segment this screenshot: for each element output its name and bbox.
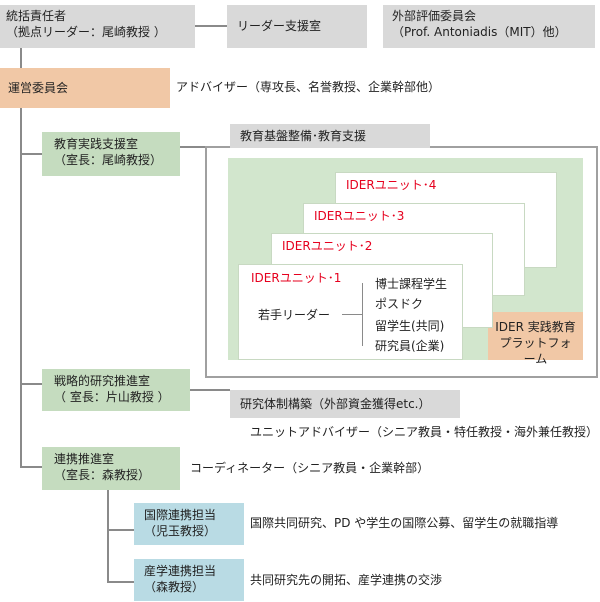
unit1-label: IDERユニット･1	[251, 271, 342, 285]
collaboration-office-box: 連携推進室 （室長：森教授）	[42, 447, 180, 490]
strategic-office-title: 戦略的研究推進室	[54, 374, 151, 388]
industry-liaison-title: 産学連携担当	[144, 564, 217, 578]
unit1-box: IDERユニット･1	[238, 264, 463, 360]
unit4-label: IDERユニット･4	[346, 178, 437, 192]
funding-label: 研究体制構築（外部資金獲得etc.）	[240, 397, 431, 411]
connector-collab-branch	[20, 466, 42, 468]
connector-education-branch	[20, 153, 42, 155]
external-committee-title: 外部評価委員会	[392, 9, 477, 23]
steering-committee-box: 運営委員会	[0, 68, 170, 108]
unit3-label: IDERユニット･3	[314, 209, 405, 223]
intl-liaison-desc: 国際共同研究、PD や学生の国際公募、留学生の就職指導	[250, 516, 559, 530]
platform-label-line2: プラットフォーム	[499, 336, 572, 366]
steering-committee-label: 運営委員会	[8, 81, 69, 95]
infra-box: 教育基盤整備･教育支援	[230, 124, 430, 148]
member-researcher: 研究員(企業)	[375, 339, 445, 353]
leader-support-box: リーダー支援室	[227, 5, 367, 48]
platform-label-line1: IDER 実践教育	[495, 320, 576, 334]
member-phd: 博士課程学生	[375, 277, 448, 291]
platform-label-box: IDER 実践教育 プラットフォーム	[488, 312, 583, 366]
connector-strategic-to-funding	[190, 389, 230, 391]
connector-intl-branch	[107, 529, 134, 531]
intl-liaison-title: 国際連携担当	[144, 508, 217, 522]
member-postdoc: ポスドク	[375, 297, 424, 311]
advisors-text: アドバイザー（専攻長、名誉教授、企業幹部他）	[176, 80, 441, 94]
collaboration-office-subtitle: （室長：森教授）	[54, 468, 151, 482]
strategic-office-box: 戦略的研究推進室 （ 室長：片山教授 ）	[42, 369, 190, 411]
education-office-title: 教育実践支援室	[54, 137, 139, 151]
young-leader-label: 若手リーダー	[258, 308, 331, 322]
unit2-label: IDERユニット･2	[282, 239, 373, 253]
industry-liaison-subtitle: （森教授）	[144, 580, 205, 594]
education-office-subtitle: （室長：尾崎教授）	[54, 153, 163, 167]
funding-box: 研究体制構築（外部資金獲得etc.）	[230, 390, 460, 418]
unit-inner-vertical	[362, 283, 363, 346]
infra-label: 教育基盤整備･教育支援	[240, 129, 367, 143]
collaboration-office-title: 連携推進室	[54, 452, 115, 466]
leader-support-label: リーダー支援室	[237, 19, 322, 33]
intl-liaison-box: 国際連携担当 （児玉教授）	[134, 503, 244, 545]
unit-inner-horizontal	[342, 314, 362, 315]
coordinators-text: コーディネーター（シニア教員・企業幹部）	[190, 461, 430, 475]
leader-box: 統括責任者 （拠点リーダー：尾崎教授 ）	[0, 5, 195, 48]
strategic-office-subtitle: （ 室長：片山教授 ）	[54, 390, 170, 404]
connector-main-vertical	[20, 48, 22, 468]
industry-liaison-desc: 共同研究先の開拓、産学連携の交渉	[250, 573, 443, 587]
connector-industry-branch	[107, 581, 134, 583]
unit-advisors-text: ユニットアドバイザー（シニア教員・特任教授・海外兼任教授）	[250, 425, 599, 439]
industry-liaison-box: 産学連携担当 （森教授）	[134, 559, 244, 601]
connector-education-to-infra	[180, 146, 206, 148]
external-committee-members: （Prof. Antoniadis（MIT）他）	[392, 25, 567, 39]
connector-top-horizontal	[195, 25, 227, 27]
external-committee-box: 外部評価委員会 （Prof. Antoniadis（MIT）他）	[383, 5, 595, 48]
education-office-box: 教育実践支援室 （室長：尾崎教授）	[42, 132, 180, 176]
leader-subtitle: （拠点リーダー：尾崎教授 ）	[6, 25, 166, 39]
leader-title: 統括責任者	[6, 9, 67, 23]
intl-liaison-subtitle: （児玉教授）	[144, 524, 217, 538]
connector-collab-vertical	[107, 490, 109, 582]
connector-strategic-branch	[20, 383, 42, 385]
member-intl-student: 留学生(共同)	[375, 319, 445, 333]
